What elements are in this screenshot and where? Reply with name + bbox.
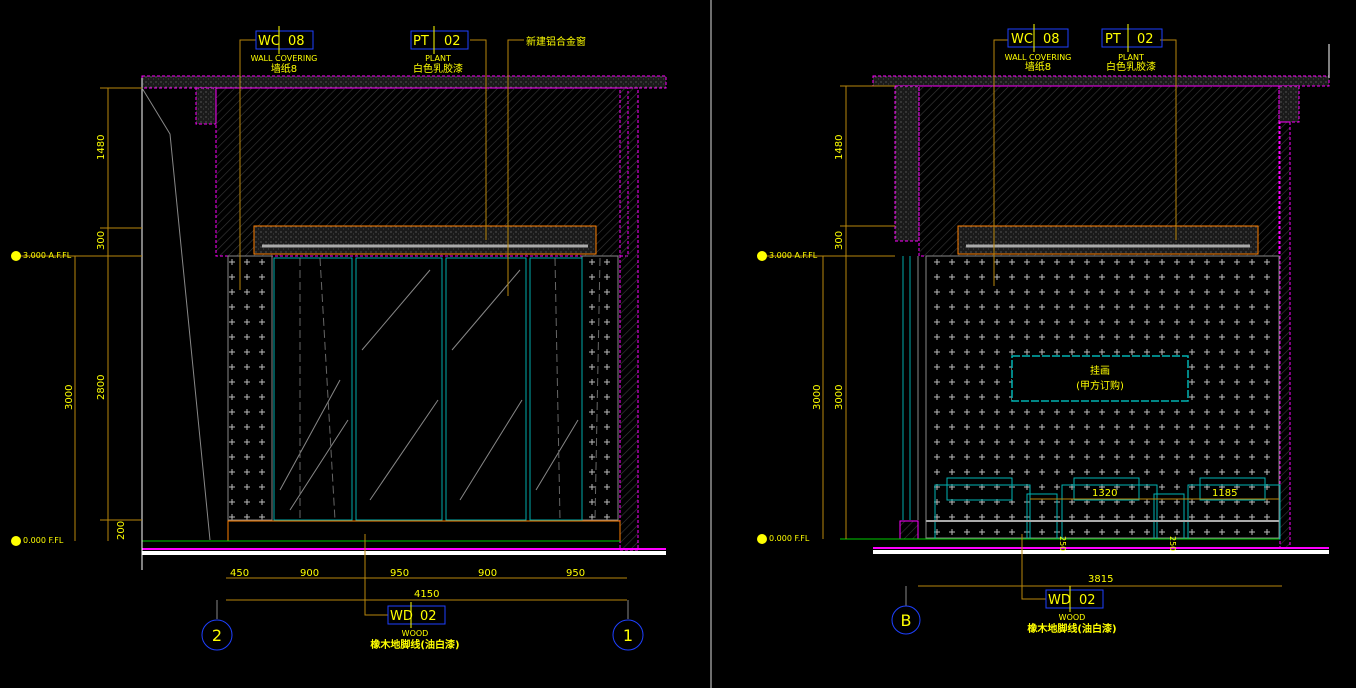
tag-pt-02[interactable]: PT 02 PLANT 白色乳胶漆 [1101, 24, 1163, 73]
curtain-lines [299, 257, 601, 521]
dim-1185: 1185 [1212, 488, 1237, 499]
dim-450: 450 [230, 568, 249, 579]
svg-text:WD: WD [1048, 593, 1071, 608]
window-frames [273, 257, 583, 521]
curtain-box [253, 225, 597, 255]
beam [195, 87, 217, 125]
dim-200: 200 [116, 521, 127, 540]
dim-250: 250 [1058, 536, 1067, 551]
level-marker-icon [757, 251, 767, 261]
tag-wc-08[interactable]: WC 08 WALL COVERING 墙纸8 [1005, 24, 1072, 73]
vertical-dimensions [760, 85, 1282, 587]
svg-text:墙纸8: 墙纸8 [271, 62, 297, 75]
svg-text:WOOD: WOOD [1059, 613, 1086, 622]
svg-text:白色乳胶漆: 白色乳胶漆 [413, 62, 463, 75]
right-wall [1279, 121, 1291, 549]
level-floor: 0.000 F.FL [23, 536, 64, 545]
beam [1278, 85, 1300, 123]
dim-3000: 3000 [834, 385, 845, 410]
dim-4150: 4150 [414, 589, 439, 600]
axis-bubble-1: 1 [612, 600, 644, 651]
dim-950: 950 [566, 568, 585, 579]
dim-1320: 1320 [1092, 488, 1117, 499]
svg-text:PT: PT [1105, 32, 1121, 47]
svg-text:挂画: 挂画 [1090, 364, 1110, 377]
dim-1480: 1480 [96, 135, 107, 160]
leader-lines [993, 39, 1177, 600]
level-marker-icon [11, 251, 21, 261]
level-top: 3.000 A.F.FL [23, 251, 72, 260]
level-floor: 0.000 F.FL [769, 534, 810, 543]
skirting-base [227, 520, 621, 542]
svg-text:08: 08 [288, 34, 305, 49]
level-marker-icon [11, 536, 21, 546]
right-elevation: 挂画 (甲方订购) 1480 300 3000 3000 1320 1185 2… [757, 24, 1330, 635]
floor-slab [873, 550, 1329, 554]
dim-250: 250 [1168, 536, 1177, 551]
axis-bubble-b: B [891, 586, 921, 635]
wallpaper-left [227, 255, 273, 521]
dim-300: 300 [96, 231, 107, 250]
svg-text:(甲方订购): (甲方订购) [1076, 379, 1124, 392]
dim-2800: 2800 [96, 375, 107, 400]
left-column [894, 85, 920, 242]
wallpaper-right [581, 255, 619, 521]
svg-text:墙纸8: 墙纸8 [1025, 60, 1051, 73]
svg-text:PLANT: PLANT [1118, 53, 1144, 62]
svg-text:橡木地脚线(油白漆): 橡木地脚线(油白漆) [370, 638, 459, 651]
svg-text:08: 08 [1043, 32, 1060, 47]
level-top: 3.000 A.F.FL [769, 251, 818, 260]
svg-text:WC: WC [258, 34, 280, 49]
floor-slab [142, 551, 666, 555]
svg-text:PT: PT [413, 34, 429, 49]
tag-wc-08[interactable]: WC 08 WALL COVERING 墙纸8 [251, 26, 318, 75]
tag-wd-02[interactable]: WD 02 WOOD 橡木地脚线(油白漆) [1027, 586, 1117, 635]
dim-950: 950 [390, 568, 409, 579]
svg-text:02: 02 [1137, 32, 1154, 47]
dim-3815: 3815 [1088, 574, 1113, 585]
dim-300: 300 [834, 231, 845, 250]
vertical-dimensions [20, 87, 142, 541]
glass-reflection-lines [279, 269, 579, 511]
left-elevation: 1480 300 3000 2800 200 3.000 A.F.FL 0.00… [11, 26, 667, 651]
ceiling-slab [872, 75, 1330, 87]
window-note: 新建铝合金窗 [526, 35, 586, 48]
svg-text:WALL COVERING: WALL COVERING [251, 54, 318, 63]
wall-painting: 挂画 (甲方订购) [1011, 355, 1189, 402]
dim-1480: 1480 [834, 135, 845, 160]
leader-lines [239, 39, 524, 616]
svg-text:WD: WD [390, 609, 413, 624]
dim-900: 900 [300, 568, 319, 579]
tag-pt-02[interactable]: PT 02 PLANT 白色乳胶漆 [410, 26, 469, 75]
svg-text:橡木地脚线(油白漆): 橡木地脚线(油白漆) [1027, 622, 1116, 635]
svg-text:PLANT: PLANT [425, 54, 451, 63]
svg-text:02: 02 [444, 34, 461, 49]
dim-3000: 3000 [64, 385, 75, 410]
svg-text:1: 1 [623, 626, 633, 645]
svg-text:B: B [901, 611, 912, 630]
tag-wd-02[interactable]: WD 02 WOOD 橡木地脚线(油白漆) [370, 602, 460, 651]
horizontal-dimensions [226, 577, 627, 601]
level-marker-icon [757, 534, 767, 544]
right-wall [619, 87, 639, 551]
axis-bubble-2: 2 [201, 600, 233, 651]
curtain-box [957, 225, 1259, 255]
svg-text:2: 2 [212, 626, 222, 645]
dim-900: 900 [478, 568, 497, 579]
svg-text:WALL COVERING: WALL COVERING [1005, 53, 1072, 62]
svg-text:02: 02 [1079, 593, 1096, 608]
svg-text:WC: WC [1011, 32, 1033, 47]
ceiling-slab [141, 75, 667, 89]
svg-text:白色乳胶漆: 白色乳胶漆 [1106, 60, 1156, 73]
svg-text:WOOD: WOOD [402, 629, 429, 638]
dim-3000: 3000 [812, 385, 823, 410]
svg-text:02: 02 [420, 609, 437, 624]
